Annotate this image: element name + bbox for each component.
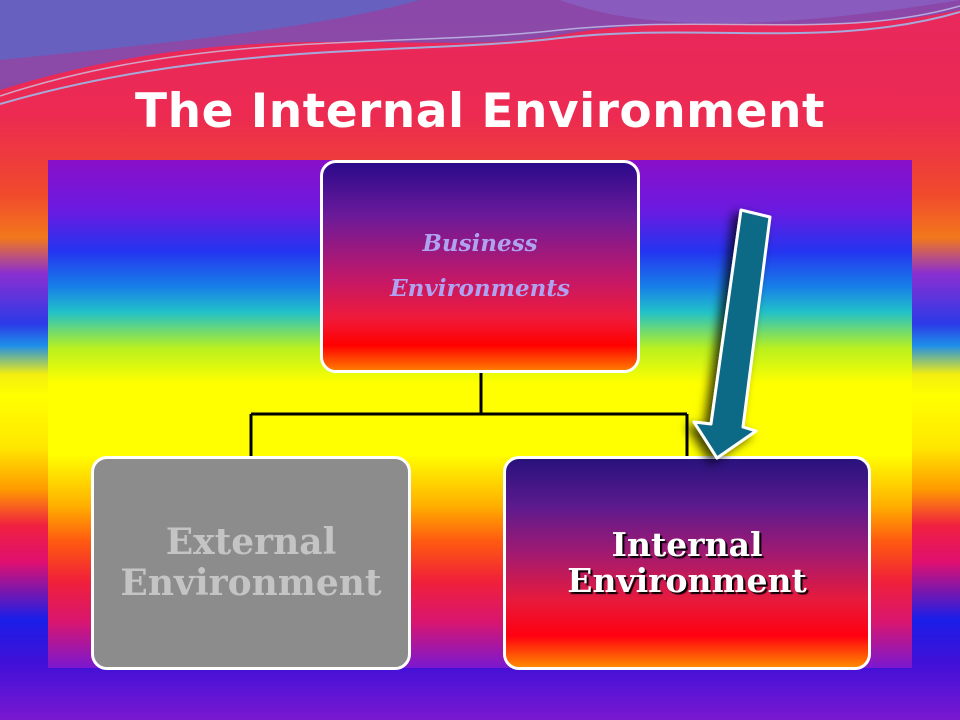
business-environments-box: Business Environments — [320, 160, 640, 373]
external-line-2: Environment — [120, 562, 382, 604]
root-line-2: Environments — [390, 274, 570, 302]
decorative-waves — [0, 0, 960, 105]
root-line-1: Business — [422, 229, 538, 257]
arrow-shape — [692, 208, 772, 460]
external-line-1: External — [165, 520, 337, 563]
internal-line-1: Internal — [611, 525, 763, 565]
external-environment-box: External Environment — [91, 456, 411, 670]
internal-environment-box: Internal Environment — [503, 456, 871, 670]
slide-title: The Internal Environment — [135, 84, 825, 139]
internal-line-2: Environment — [567, 561, 807, 600]
